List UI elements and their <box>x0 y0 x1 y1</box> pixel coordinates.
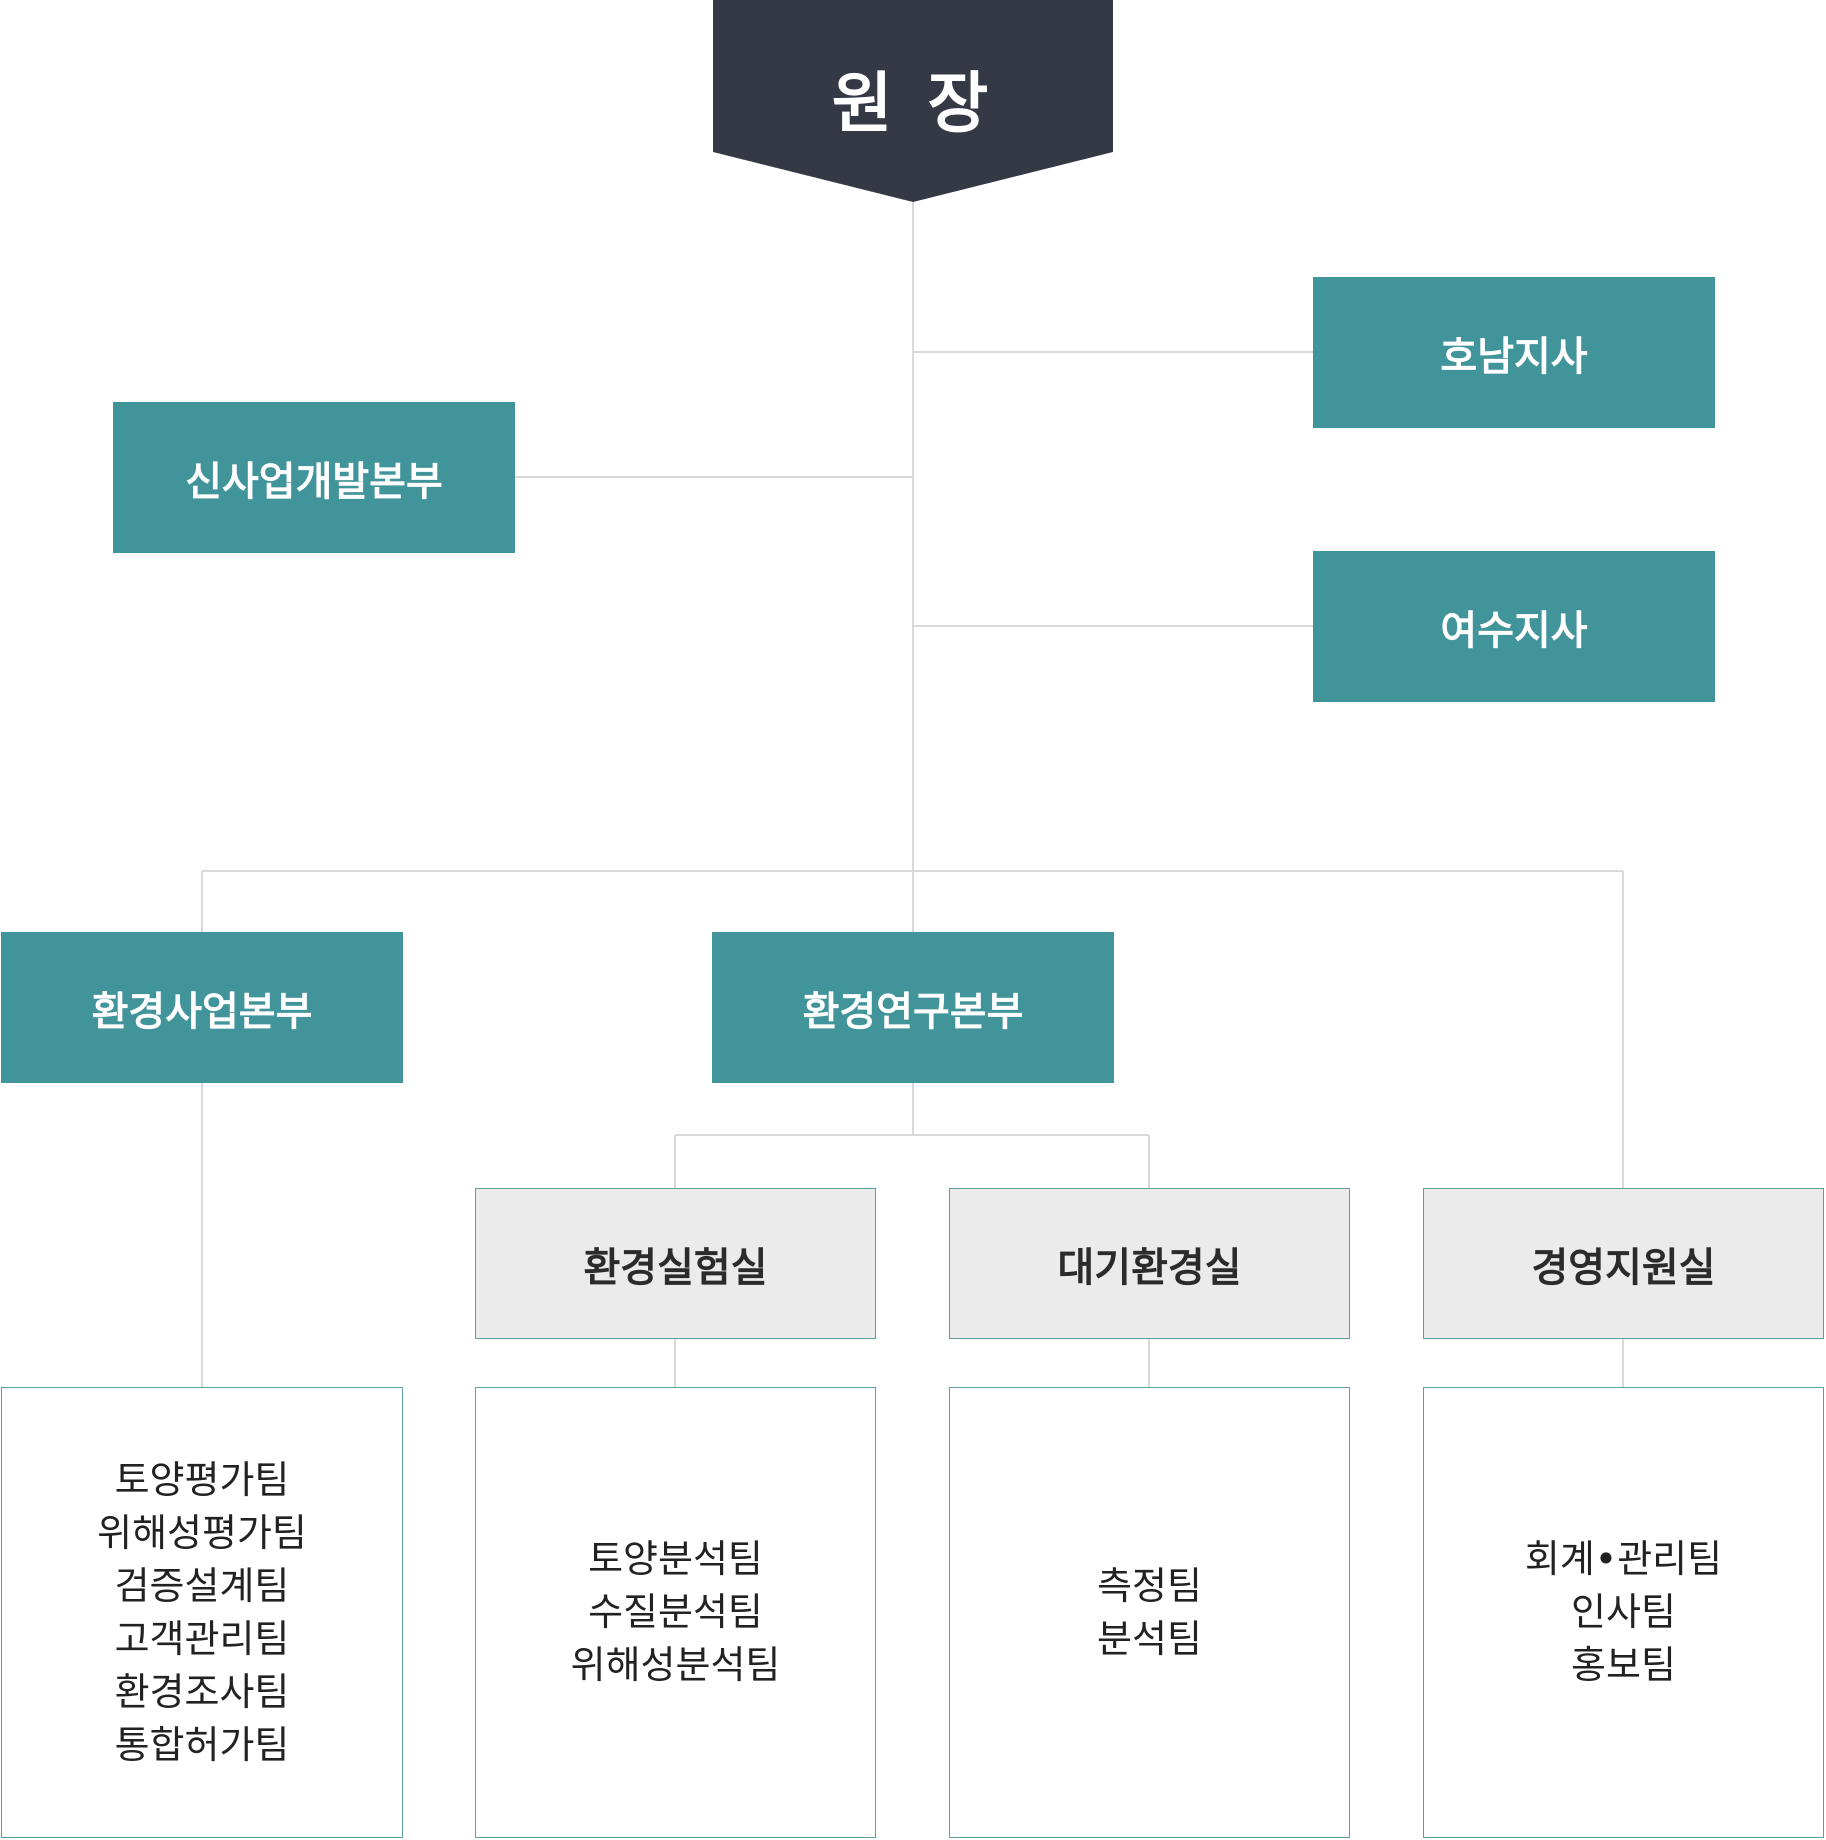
yeosu-branch-box: 여수지사 <box>1313 551 1715 702</box>
new-business-division-box: 신사업개발본부 <box>113 402 515 553</box>
team-item: 수질분석팀 <box>588 1590 763 1634</box>
honam-branch-box: 호남지사 <box>1313 277 1715 428</box>
team-item: 홍보팀 <box>1571 1643 1676 1687</box>
air-env-office-label: 대기환경실 <box>1057 1244 1242 1291</box>
director-label: 원 장 <box>831 65 995 142</box>
air-env-teams-box: 측정팀 분석팀 <box>949 1387 1350 1838</box>
team-item: 토양평가팀 <box>114 1457 290 1502</box>
honam-branch-label: 호남지사 <box>1440 333 1588 380</box>
team-item: 측정팀 <box>1097 1563 1202 1608</box>
env-lab-office-box: 환경실험실 <box>475 1188 876 1339</box>
director-pentagon-shape <box>713 0 1113 202</box>
env-lab-office-label: 환경실험실 <box>583 1244 768 1291</box>
new-business-division-label: 신사업개발본부 <box>185 458 443 505</box>
mgmt-support-office-box: 경영지원실 <box>1423 1188 1824 1339</box>
env-business-division-box: 환경사업본부 <box>1 932 403 1083</box>
team-item: 위해성평가팀 <box>97 1510 307 1555</box>
director-box: 원 장 <box>713 0 1113 204</box>
env-research-division-label: 환경연구본부 <box>802 988 1024 1035</box>
env-business-division-label: 환경사업본부 <box>91 988 313 1035</box>
air-env-office-box: 대기환경실 <box>949 1188 1350 1339</box>
env-business-teams-box: 토양평가팀 위해성평가팀 검증설계팀 고객관리팀 환경조사팀 통합허가팀 <box>1 1387 403 1838</box>
team-item: 토양분석팀 <box>588 1537 763 1581</box>
team-item: 분석팀 <box>1097 1616 1202 1661</box>
team-item: 고객관리팀 <box>114 1616 290 1661</box>
env-research-division-box: 환경연구본부 <box>712 932 1114 1083</box>
team-item: 회계•관리팀 <box>1524 1537 1723 1581</box>
env-lab-teams-box: 토양분석팀 수질분석팀 위해성분석팀 <box>475 1387 876 1838</box>
mgmt-support-teams-box: 회계•관리팀 인사팀 홍보팀 <box>1423 1387 1824 1838</box>
team-item: 통합허가팀 <box>114 1722 290 1767</box>
team-item: 위해성분석팀 <box>570 1643 781 1687</box>
team-item: 인사팀 <box>1571 1590 1676 1634</box>
yeosu-branch-label: 여수지사 <box>1440 607 1588 654</box>
team-item: 환경조사팀 <box>114 1669 290 1714</box>
team-item: 검증설계팀 <box>114 1563 290 1608</box>
mgmt-support-office-label: 경영지원실 <box>1531 1244 1716 1291</box>
